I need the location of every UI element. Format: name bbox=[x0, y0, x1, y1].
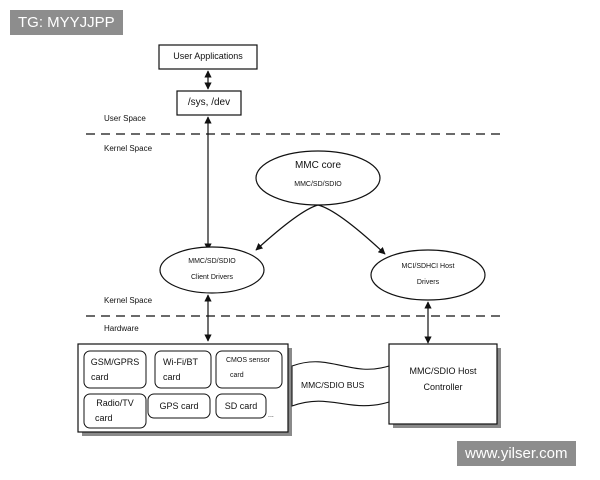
host-controller-box bbox=[388, 343, 498, 425]
card-gsm-line2: card bbox=[91, 372, 109, 382]
host-controller-line2: Controller bbox=[423, 382, 463, 392]
client-drivers-ellipse bbox=[159, 246, 265, 294]
card-radio bbox=[83, 393, 147, 429]
card-cmos-line1: CMOS sensor bbox=[226, 357, 270, 364]
card-gsm-line1: GSM/GPRS bbox=[90, 357, 140, 367]
card-gps bbox=[147, 393, 211, 419]
card-gps-label: GPS card bbox=[159, 401, 199, 411]
watermark-top-left: TG: MYYJJPP bbox=[10, 10, 123, 35]
label-user-space: User Space bbox=[104, 114, 146, 123]
sdio-bus-ribbon bbox=[291, 361, 390, 407]
card-wifi bbox=[154, 350, 212, 389]
host-controller-line1: MMC/SDIO Host bbox=[409, 366, 477, 376]
host-drivers-line2: Drivers bbox=[416, 279, 440, 286]
watermark-bottom-right: www.yilser.com bbox=[457, 441, 576, 466]
arrow-core-to-client bbox=[255, 204, 319, 251]
sys-dev-label: /sys, /dev bbox=[187, 97, 231, 108]
card-sd bbox=[215, 393, 267, 419]
label-hardware: Hardware bbox=[104, 324, 139, 333]
mmc-core-subtitle: MMC/SD/SDIO bbox=[294, 181, 342, 188]
client-drivers-line2: Client Drivers bbox=[190, 274, 233, 281]
card-cmos bbox=[215, 350, 283, 389]
host-drivers-ellipse bbox=[370, 249, 486, 301]
arrow-core-to-host bbox=[317, 204, 386, 255]
mmc-core-title: MMC core bbox=[294, 160, 342, 171]
card-sd-label: SD card bbox=[224, 401, 258, 411]
label-kernel-space-top: Kernel Space bbox=[104, 144, 153, 153]
host-drivers-line1: MCI/SDHCI Host bbox=[401, 263, 455, 270]
sdio-bus-label: MMC/SDIO BUS bbox=[301, 380, 365, 390]
user-applications-label: User Applications bbox=[173, 51, 243, 61]
card-gsm bbox=[83, 350, 147, 389]
label-kernel-space-bottom: Kernel Space bbox=[104, 296, 153, 305]
card-radio-line1: Radio/TV bbox=[96, 398, 134, 408]
card-radio-line2: card bbox=[95, 413, 113, 423]
sys-dev-box bbox=[176, 90, 242, 116]
client-drivers-line1: MMC/SD/SDIO bbox=[188, 258, 236, 265]
card-more-ellipsis: ... bbox=[268, 412, 274, 419]
card-wifi-line2: card bbox=[163, 372, 181, 382]
card-cmos-line2: card bbox=[230, 372, 244, 379]
user-applications-box bbox=[158, 44, 258, 70]
card-wifi-line1: Wi-Fi/BT bbox=[163, 357, 198, 367]
